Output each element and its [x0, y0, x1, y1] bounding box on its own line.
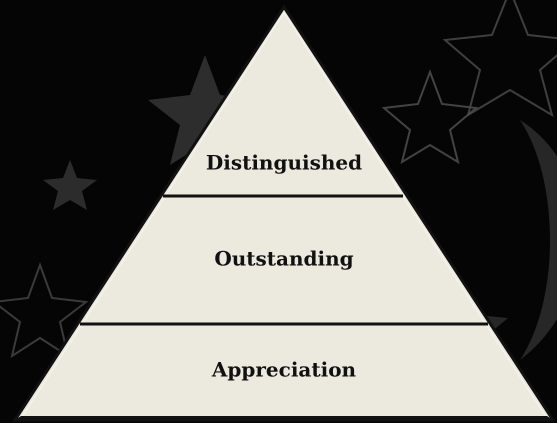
tier-label-bottom: Appreciation [211, 358, 357, 382]
star-icon [148, 55, 262, 165]
star-icon [43, 160, 97, 210]
tier-label-top: Distinguished [206, 151, 362, 175]
tier-label-middle: Outstanding [214, 247, 353, 271]
star-icon [442, 0, 557, 118]
star-icon [0, 262, 89, 359]
pyramid: Distinguished Outstanding Appreciation [12, 4, 556, 422]
pyramid-base-strip [15, 416, 553, 420]
moon-shape [520, 120, 557, 360]
star-icon [381, 69, 479, 165]
